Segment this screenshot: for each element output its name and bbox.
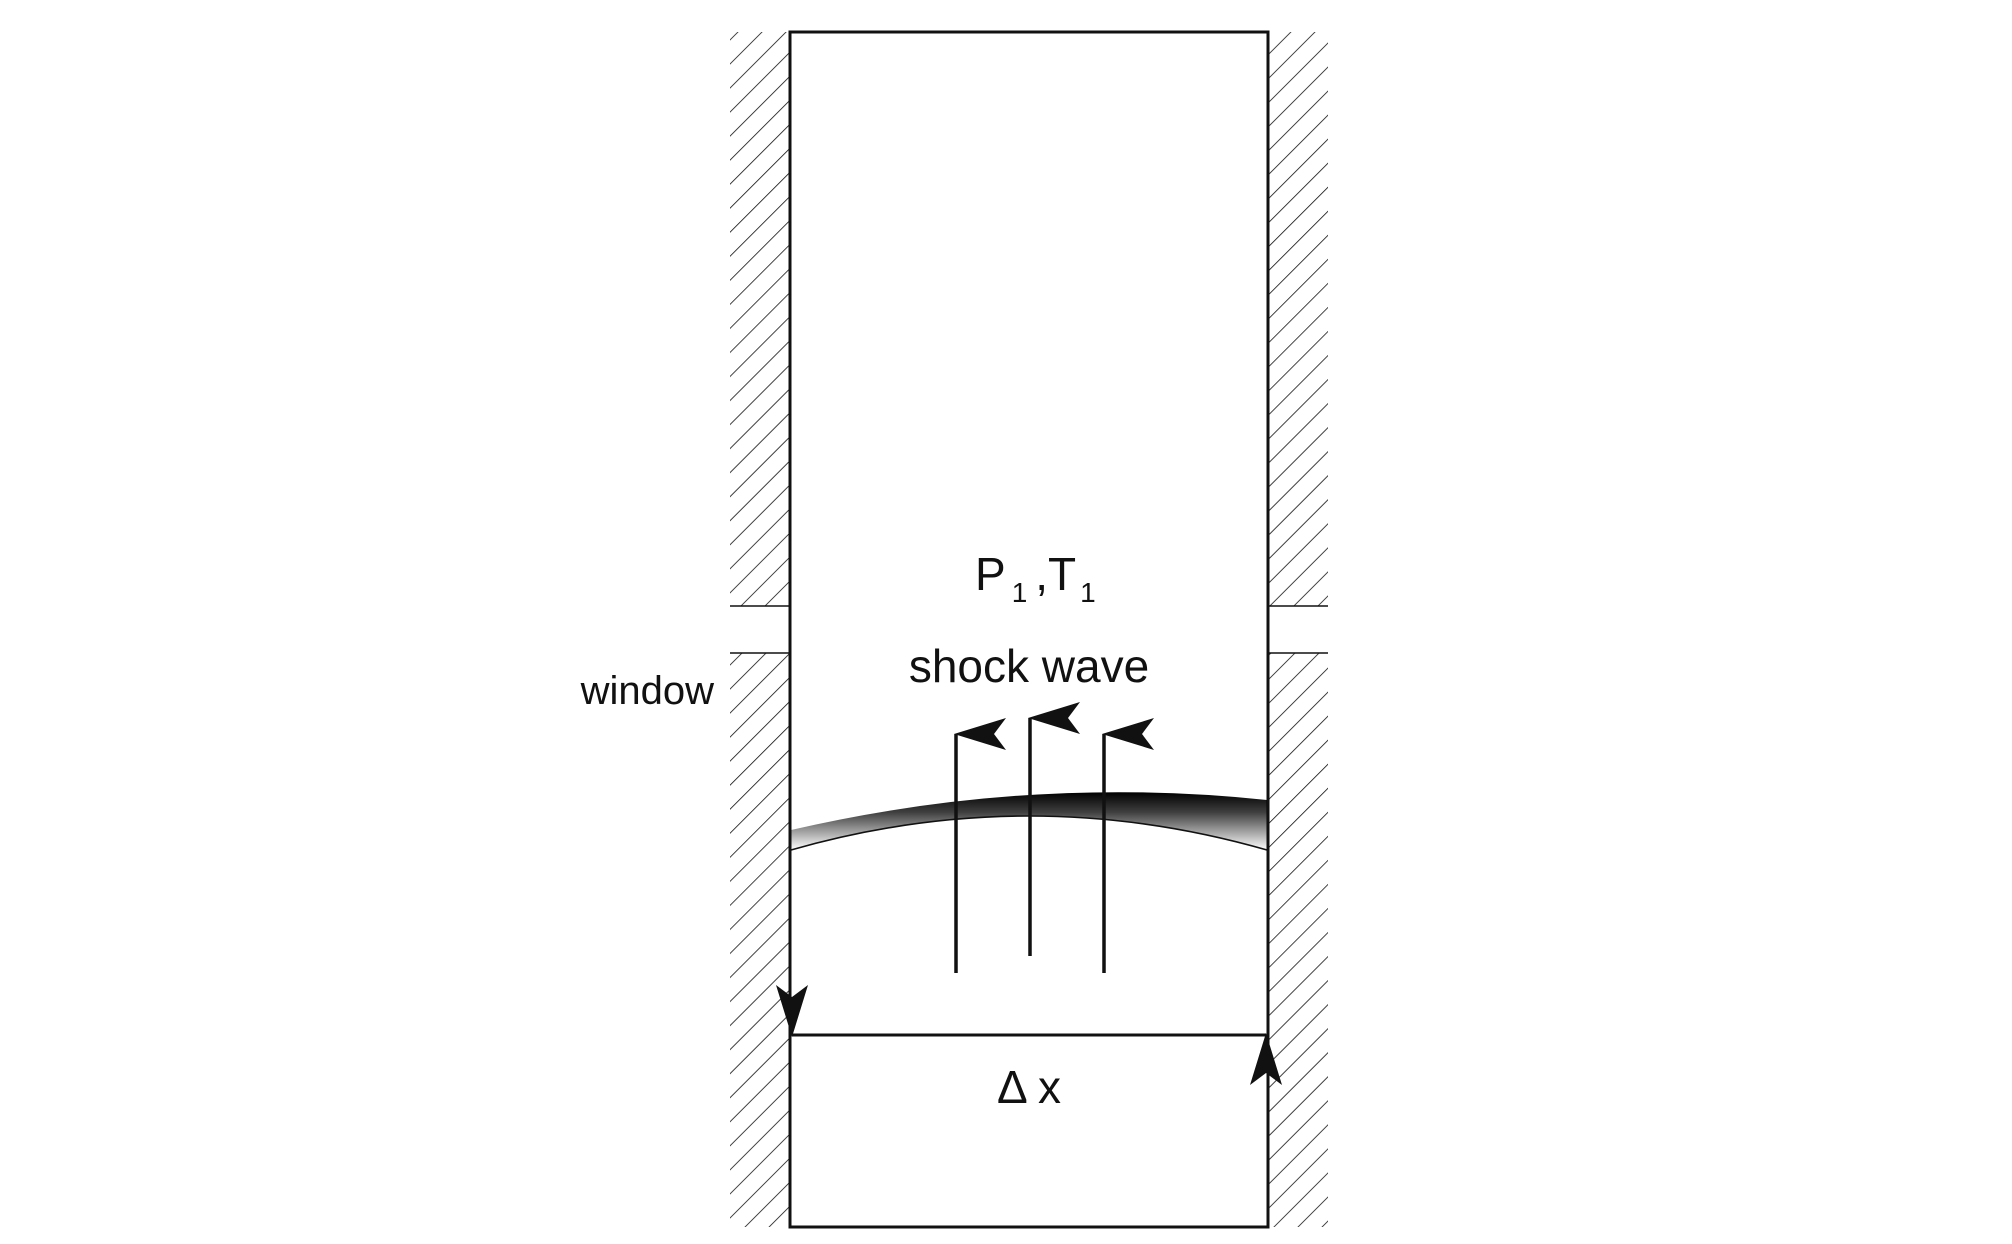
left-wall-lower — [730, 653, 790, 1227]
right-wall — [1268, 32, 1328, 1227]
delta-x-label: Δ x — [997, 1061, 1061, 1113]
pressure-symbol: P — [975, 548, 1006, 600]
right-wall-upper — [1268, 32, 1328, 606]
temperature-symbol: T — [1048, 548, 1076, 600]
tube-channel — [788, 30, 1270, 1229]
label-separator: , — [1035, 548, 1048, 600]
propagation-arrows — [954, 702, 1154, 973]
left-wall-upper — [730, 32, 790, 606]
pressure-subscript: 1 — [1012, 577, 1028, 608]
temperature-subscript: 1 — [1080, 577, 1096, 608]
shock-wave-label: shock wave — [909, 640, 1149, 692]
right-wall-lower — [1268, 653, 1328, 1227]
left-wall — [730, 32, 790, 1227]
shock-front — [791, 792, 1267, 850]
window-label: window — [580, 669, 715, 713]
